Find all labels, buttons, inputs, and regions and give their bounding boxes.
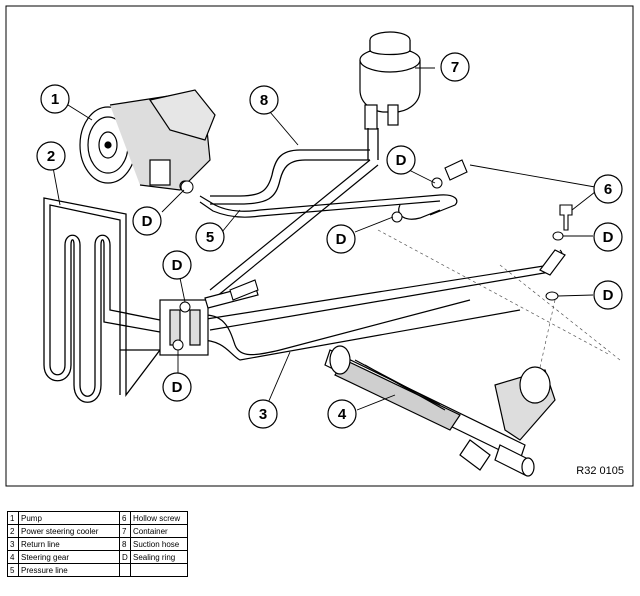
pressure-line [199,194,458,220]
callout-6: 6 [593,174,623,204]
callout-d-block-top: D [162,250,192,280]
callout-7-label: 7 [451,59,459,76]
legend-key: 4 [7,550,19,564]
legend-label: Pump [18,511,120,525]
legend-key [119,563,131,577]
legend-label: Power steering cooler [18,524,120,538]
sealing-rings [172,177,564,351]
callout-d-upper-label: D [396,152,407,169]
callout-3-label: 3 [259,406,267,423]
callout-5-label: 5 [206,229,214,246]
legend-key: 5 [7,563,19,577]
callout-3: 3 [248,399,278,429]
legend-row: 3 Return line 8 Suction hose [7,537,188,551]
legend-label: Steering gear [18,550,120,564]
return-and-feed-lines [199,159,566,356]
legend-label: Suction hose [130,537,188,551]
dashed-guide-lines [377,229,621,391]
callout-d-right-lower-label: D [603,287,614,304]
legend-label [130,563,188,577]
callout-d-block-top-label: D [172,257,183,274]
callout-7: 7 [440,52,470,82]
legend-row: 2 Power steering cooler 7 Container [7,524,188,538]
legend-row: 1 Pump 6 Hollow screw [7,511,188,525]
callout-d-right-upper: D [593,222,623,252]
parts-legend: 1 Pump 6 Hollow screw 2 Power steering c… [7,511,188,577]
callout-1: 1 [40,84,70,114]
power-steering-cooler [43,197,161,403]
callout-8: 8 [249,85,279,115]
callout-4: 4 [327,399,357,429]
legend-label: Return line [18,537,120,551]
legend-label: Sealing ring [130,550,188,564]
callout-d-upper: D [386,145,416,175]
legend-key: 2 [7,524,19,538]
reference-code: R32 0105 [576,465,624,477]
legend-label: Pressure line [18,563,120,577]
callout-d-block-bottom-label: D [172,379,183,396]
callout-d-pump: D [132,206,162,236]
hollow-screws [229,159,573,301]
legend-label: Hollow screw [130,511,188,525]
callout-d-right-upper-label: D [603,229,614,246]
container [359,31,421,130]
callout-d-middle-label: D [336,231,347,248]
callout-5: 5 [195,222,225,252]
return-line [199,309,521,361]
callout-1-label: 1 [51,91,59,108]
steering-gear [324,345,556,477]
legend-row: 4 Steering gear D Sealing ring [7,550,188,564]
legend-key: D [119,550,131,564]
callout-d-middle: D [326,224,356,254]
legend-key: 1 [7,511,19,525]
callout-8-label: 8 [260,92,268,109]
callout-d-right-lower: D [593,280,623,310]
legend-key: 3 [7,537,19,551]
pump [79,89,216,192]
diagram-frame [5,5,634,487]
callout-6-label: 6 [604,181,612,198]
legend-key: 8 [119,537,131,551]
legend-row: 5 Pressure line [7,563,188,577]
callout-d-block-bottom: D [162,372,192,402]
callout-2-label: 2 [47,148,55,165]
legend-key: 6 [119,511,131,525]
callout-d-pump-label: D [142,213,153,230]
suction-hose [210,128,379,205]
callout-2: 2 [36,141,66,171]
callout-4-label: 4 [338,406,347,423]
legend-key: 7 [119,524,131,538]
callout-leaders [51,67,596,411]
legend-label: Container [130,524,188,538]
